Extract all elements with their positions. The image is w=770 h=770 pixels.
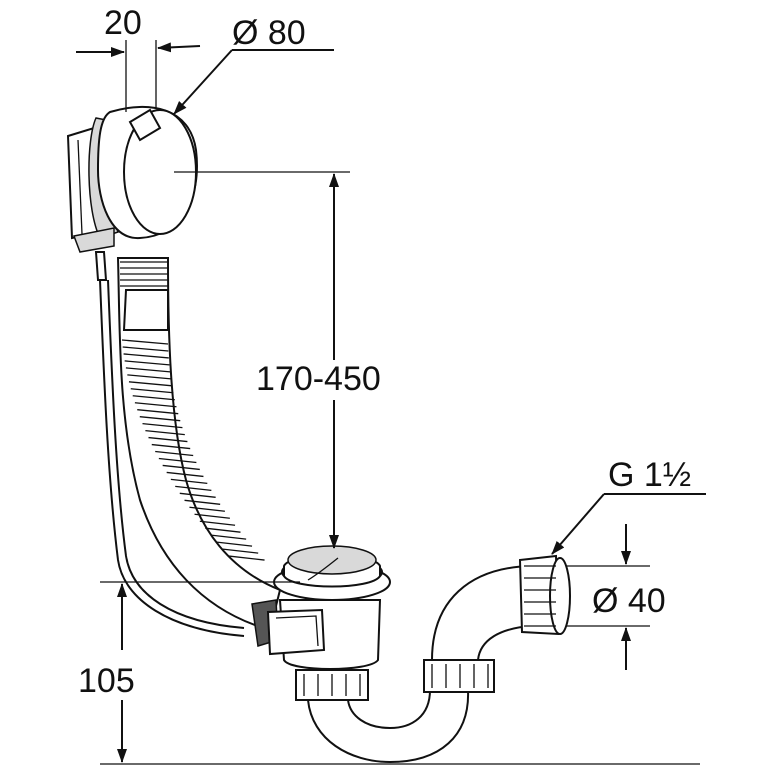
waste-fitting	[251, 545, 391, 701]
height-range-label: 170-450	[256, 360, 381, 398]
trap	[306, 554, 571, 764]
waste-height-label: 105	[78, 662, 135, 700]
outlet-nut-right-ribs	[524, 565, 556, 627]
tube-width-label: 20	[104, 4, 142, 42]
corrugated-hose	[116, 257, 282, 632]
outlet-nut-ribs	[303, 674, 361, 696]
overflow-diameter-label: Ø 80	[232, 14, 306, 52]
thread-label: G 1½	[608, 456, 691, 494]
bowden-cable	[99, 279, 245, 637]
overflow-unit	[66, 105, 198, 281]
trap-nut-ribs	[431, 664, 489, 688]
hose-ribs	[120, 261, 265, 561]
dimension-lines	[76, 40, 706, 765]
outlet-diameter-label: Ø 40	[592, 582, 666, 620]
